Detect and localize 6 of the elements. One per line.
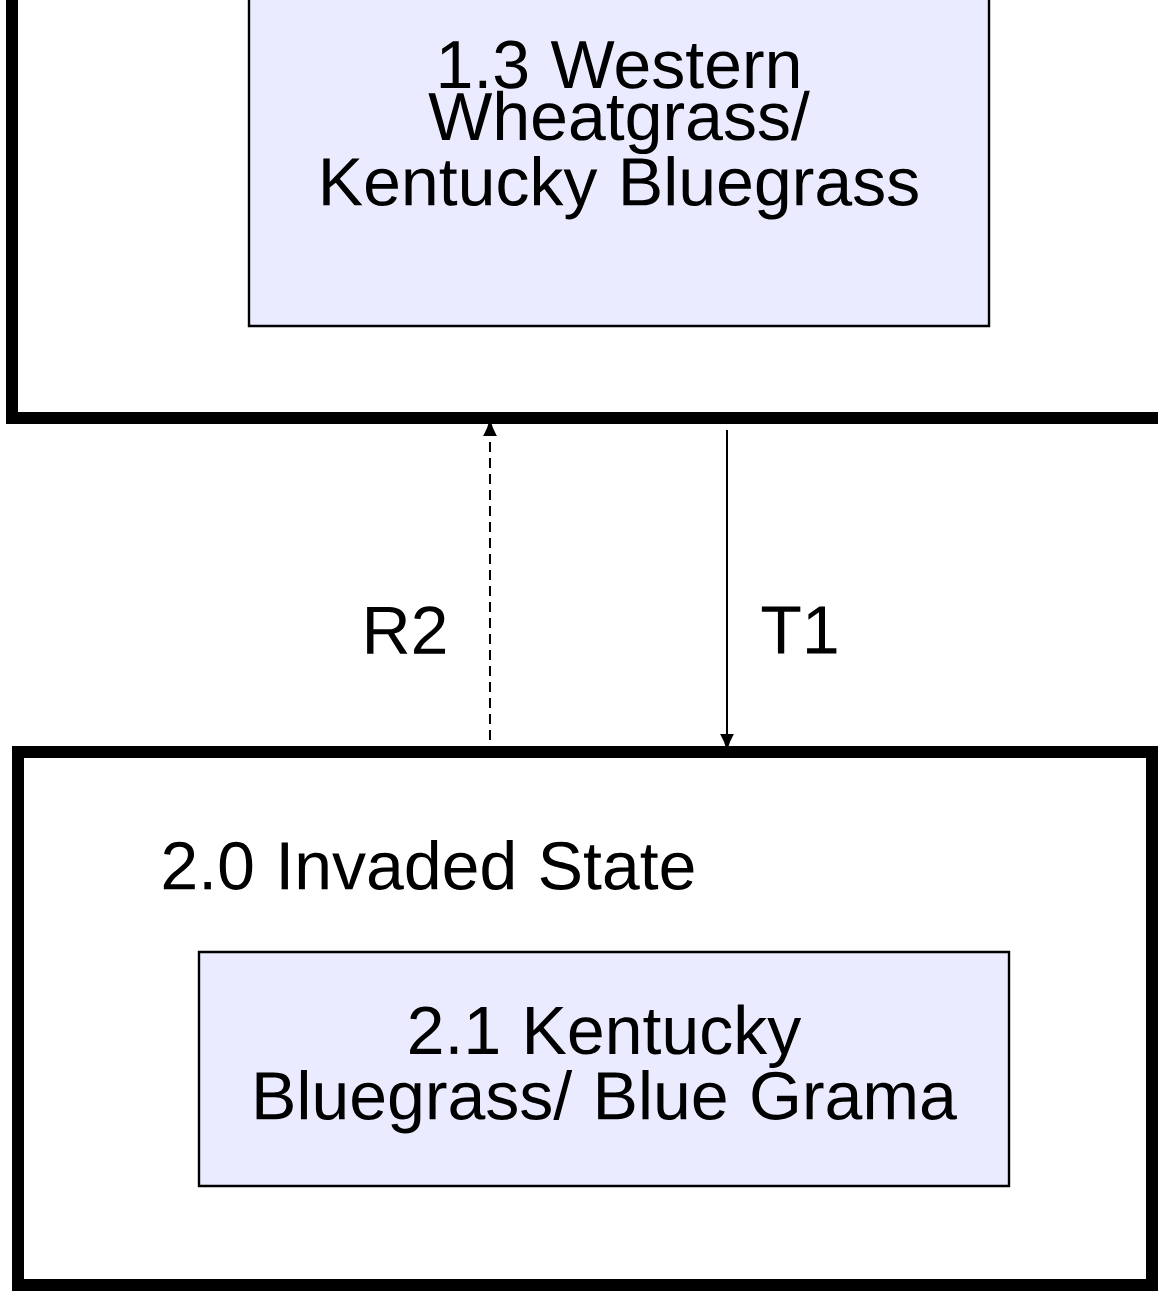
state-box: 1.3 Western Wheatgrass/ Kentucky Bluegrass <box>247 0 991 328</box>
arrow <box>720 429 734 749</box>
edge-label: T1 <box>758 604 842 656</box>
arrow <box>483 421 497 741</box>
edge-label: R2 <box>359 604 451 656</box>
state-box: 2.1 Kentucky Bluegrass/ Blue Grama <box>197 950 1011 1188</box>
